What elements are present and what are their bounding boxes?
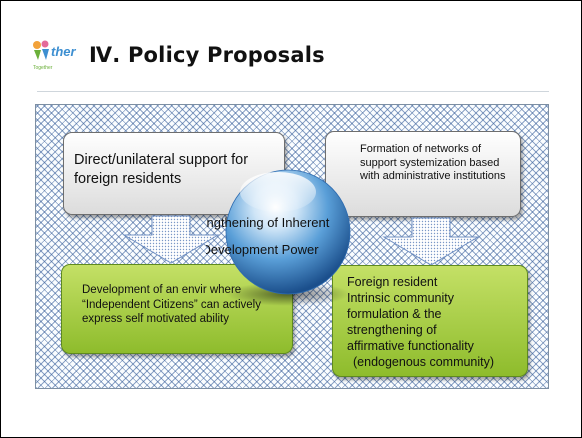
direct-support-text: Direct/unilateral support for foreign re… — [74, 152, 249, 187]
sphere-label-line-2: Development Power — [206, 242, 319, 257]
independent-citizens-text: Development of an envir where “Independe… — [82, 284, 261, 325]
sphere-label-line-1: Strengthening of Inherent — [206, 215, 330, 230]
community-formulation-box: Foreign resident Intrinsic community for… — [332, 265, 528, 377]
network-formation-text: Formation of networks of support systemi… — [360, 143, 506, 182]
network-formation-box: Formation of networks of support systemi… — [325, 131, 521, 217]
page-title: Ⅳ. Policy Proposals — [89, 43, 325, 67]
inherent-power-sphere: Strengthening of Inherent Development Po… — [206, 169, 351, 306]
community-line-1: Foreign resident — [347, 275, 438, 289]
header-divider — [37, 91, 549, 92]
community-line-3: formulation & the — [347, 307, 442, 321]
direct-support-box: Direct/unilateral support for foreign re… — [63, 132, 285, 215]
svg-text:ther: ther — [51, 44, 77, 59]
left-down-arrow-icon — [122, 215, 220, 264]
community-line-5: affirmative functionality — [347, 339, 474, 353]
right-down-arrow-icon — [382, 217, 480, 266]
svg-text:Together: Together — [33, 65, 53, 71]
community-line-4: strengthening of — [347, 323, 437, 337]
community-line-6: (endogenous community) — [353, 355, 495, 369]
slide-header: ther Together Ⅳ. Policy Proposals — [31, 37, 325, 73]
community-line-2: Intrinsic community — [347, 291, 454, 305]
policy-diagram: Direct/unilateral support for foreign re… — [35, 104, 549, 389]
together-logo: ther Together — [31, 38, 83, 72]
